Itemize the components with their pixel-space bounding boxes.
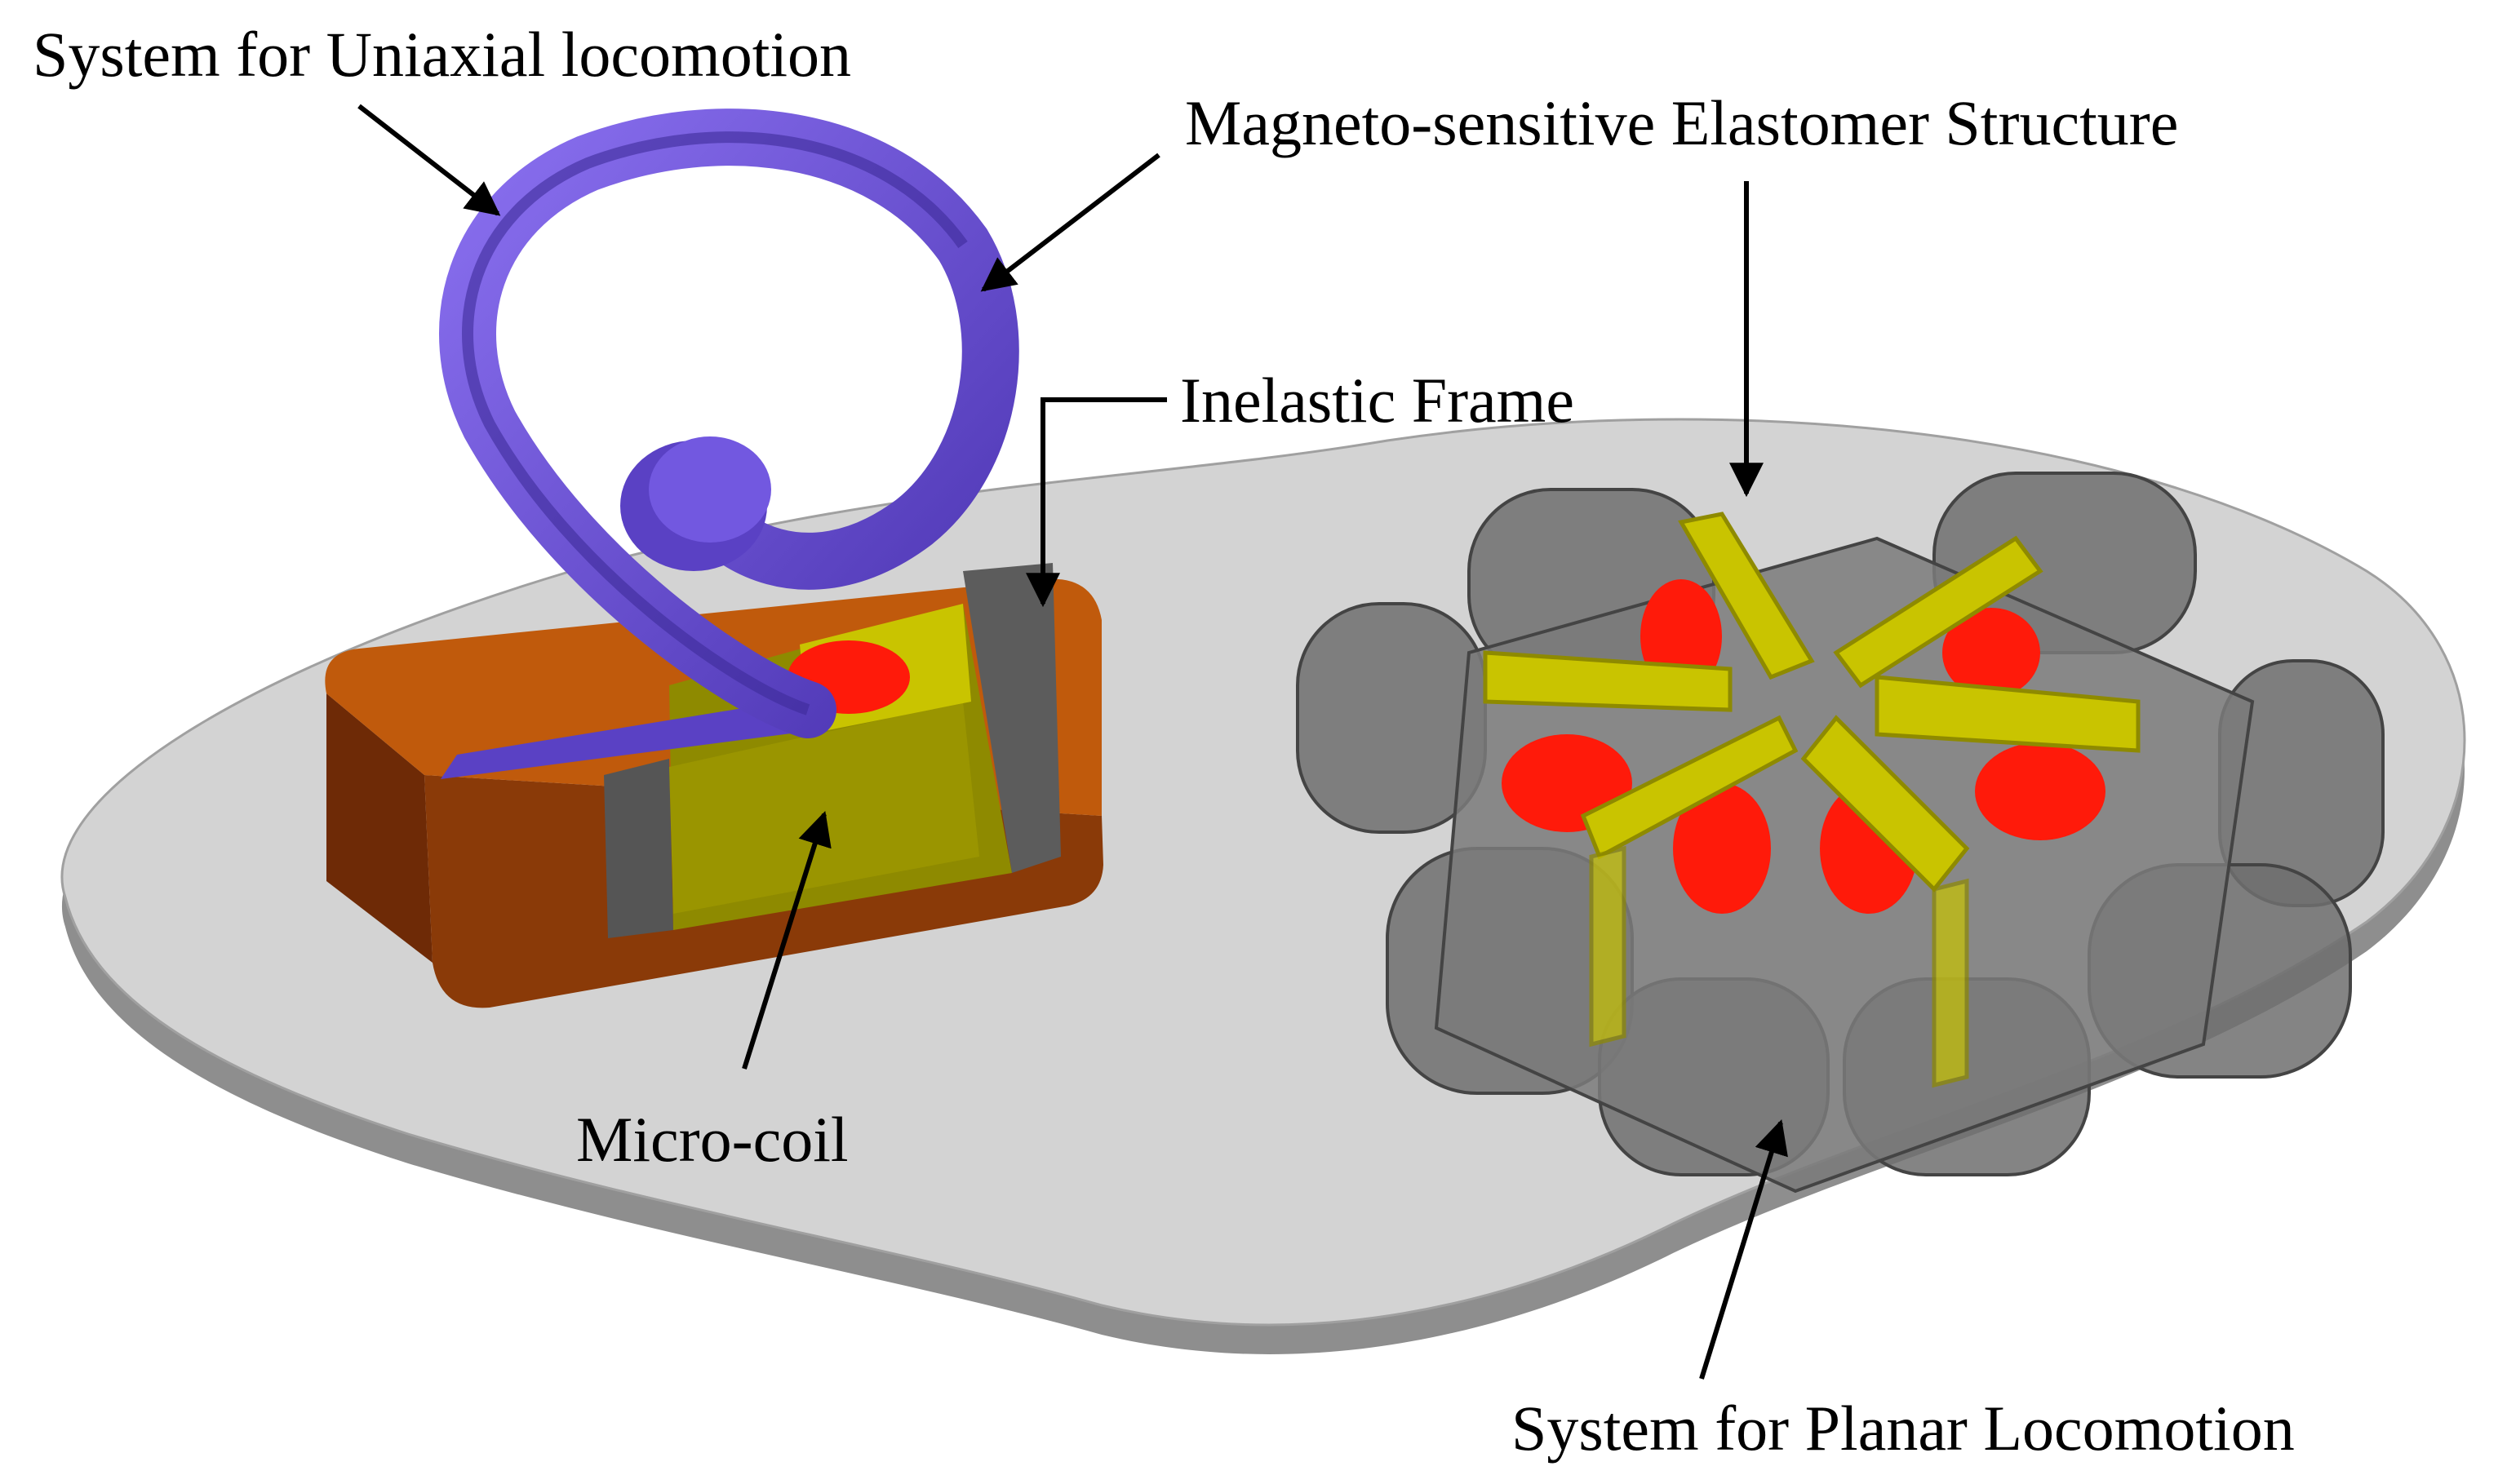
spiral-ring-inner xyxy=(462,131,968,715)
arrow-frame xyxy=(1026,397,1167,608)
magnet-2 xyxy=(1942,608,2040,698)
arrow-planar xyxy=(1699,1119,1788,1380)
frame-insert-left xyxy=(604,759,673,938)
spiral-strip-flat xyxy=(441,698,816,779)
coil-leg-2 xyxy=(1932,878,1969,1088)
label-micro-coil: Micro-coil xyxy=(576,1104,849,1175)
frame-side xyxy=(326,693,433,963)
red-magnets xyxy=(1502,579,2105,914)
uniaxial-spiral xyxy=(439,109,1019,779)
label-uniaxial-locomotion: System for Uniaxial locomotion xyxy=(33,19,852,90)
label-planar-locomotion: System for Planar Locomotion xyxy=(1511,1393,2295,1464)
coil-face xyxy=(669,702,979,914)
planar-system xyxy=(1296,472,2385,1194)
yellow-coils xyxy=(1483,512,2141,1088)
coil-leg-1 xyxy=(1589,845,1626,1048)
coil-arm-1 xyxy=(1678,512,1815,680)
magnet-5 xyxy=(1673,783,1771,914)
label-inelastic-frame: Inelastic Frame xyxy=(1180,365,1574,436)
frame-insert-right xyxy=(963,563,1061,873)
leader-arrows xyxy=(357,104,1788,1380)
arrow-mse-left xyxy=(980,153,1160,292)
label-magneto-sensitive-elastomer: Magneto-sensitive Elastomer Structure xyxy=(1185,87,2179,158)
magnet-4 xyxy=(1975,742,2105,840)
spiral-core-top xyxy=(649,436,771,543)
coil-arm-2 xyxy=(1833,535,2043,689)
coil-arm-3 xyxy=(1483,650,1733,712)
coil-arm-5 xyxy=(1580,715,1799,860)
coil-arm-4 xyxy=(1875,675,2141,753)
arrow-uniaxial xyxy=(357,104,501,216)
arrow-coil xyxy=(742,810,832,1070)
